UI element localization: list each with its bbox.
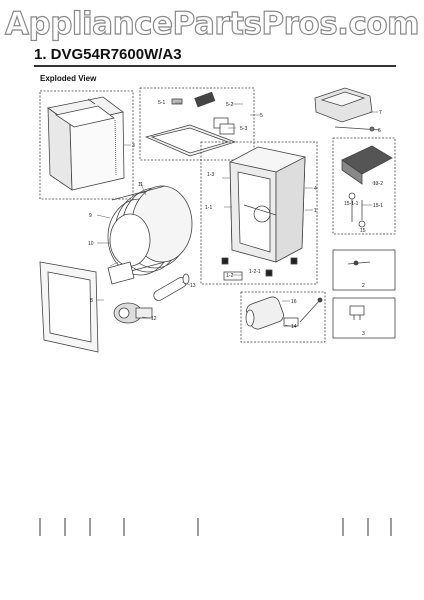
callout-7: 7 [379,110,382,116]
callout-14: 14 [291,324,297,330]
screw-drawing [347,260,371,266]
callout-1: 1 [314,208,317,214]
page-title: 1. DVG54R7600W/A3 [34,46,182,63]
part-2-box [332,249,396,291]
callout-13: 13 [190,283,196,289]
callout-5-3: 5-3 [240,126,247,132]
callout-1-1: 1-1 [205,205,212,211]
heater-drawing [245,296,323,330]
callout-12: 12 [151,316,157,322]
callout-10: 10 [88,241,94,247]
top-lid-drawing [47,96,125,191]
cabinet-dashed-box [200,141,318,285]
callout-11: 11 [138,182,143,188]
callout-1-3: 1-3 [207,172,214,178]
callout-4: 4 [314,186,317,192]
watermark: AppliancePartsPros.com [4,5,420,42]
control-panel-drawing [314,87,381,132]
callout-1-2: 1-2 [226,273,233,279]
callout-3: 3 [362,331,365,337]
part-14-16-dashed-box [240,291,326,343]
callout-8: 8 [90,298,93,304]
motor-drawing [113,302,153,324]
top-panel-drawing [144,91,237,157]
bottom-tick-marks [39,518,392,536]
leader-lines [96,102,378,327]
callout-1-2-1: 1-2-1 [249,269,261,275]
callout-13-2: 13-2 [373,181,383,187]
callout-2: 2 [362,283,365,289]
top-panel-dashed-box [139,87,255,161]
title-rule [34,65,396,67]
callout-3-lid: 3 [132,143,135,149]
door-drawing [39,261,99,353]
clip-drawing [349,305,365,320]
callout-5: 5 [260,113,263,119]
duct-drawing [153,273,190,301]
drum-drawing [107,185,193,285]
callout-15-1: 15-1 [373,203,383,209]
part-3-box [332,297,396,339]
callout-5-2: 5-2 [226,102,233,108]
callout-9: 9 [89,213,92,219]
filter-drawing [341,145,393,228]
callout-6: 6 [378,128,381,134]
callout-15: 15 [360,228,366,234]
part-15-dashed-box [332,137,396,235]
lid-dashed-box [39,90,134,200]
section-subtitle: Exploded View [40,74,97,83]
callout-5-1: 5-1 [158,100,165,106]
cabinet-drawing [221,146,306,281]
callout-15-1-1: 15-1-1 [344,201,359,207]
callout-16: 16 [291,299,297,305]
